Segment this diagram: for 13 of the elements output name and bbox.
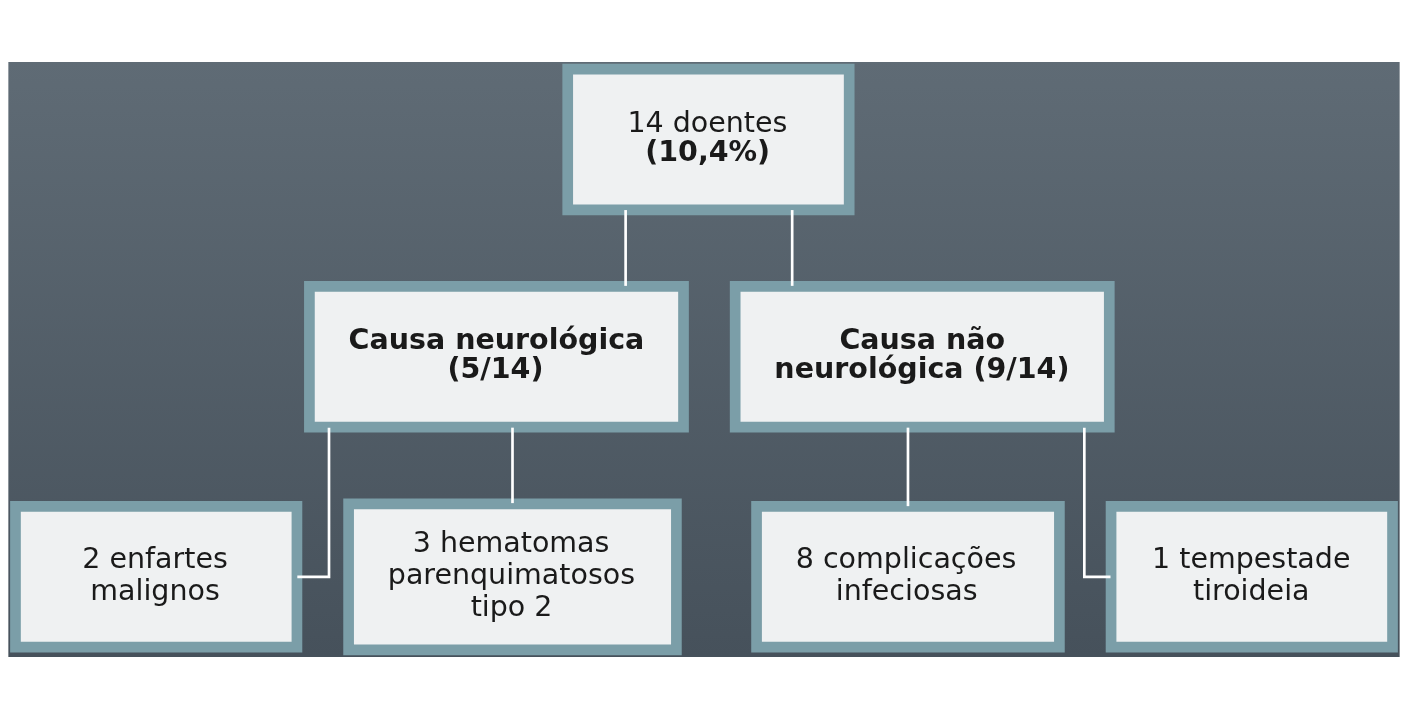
connector	[1083, 427, 1111, 579]
connector	[297, 427, 331, 579]
node-box: 8 complicações infeciosas	[751, 501, 1065, 653]
node-box: 14 doentes (10,4%)	[562, 63, 855, 216]
node-box: Causa não neurológica (9/14)	[729, 281, 1115, 433]
connector	[511, 427, 514, 504]
node-box: 3 hematomas parenquimatosos tipo 2	[343, 498, 682, 656]
node-box: Causa neurológica (5/14)	[304, 281, 689, 433]
connector	[906, 427, 910, 507]
connector	[624, 210, 627, 286]
node-box: 1 tempestade tiroideia	[1105, 501, 1398, 653]
node-box: 2 enfartes malignos	[10, 501, 303, 653]
connector	[790, 210, 794, 286]
